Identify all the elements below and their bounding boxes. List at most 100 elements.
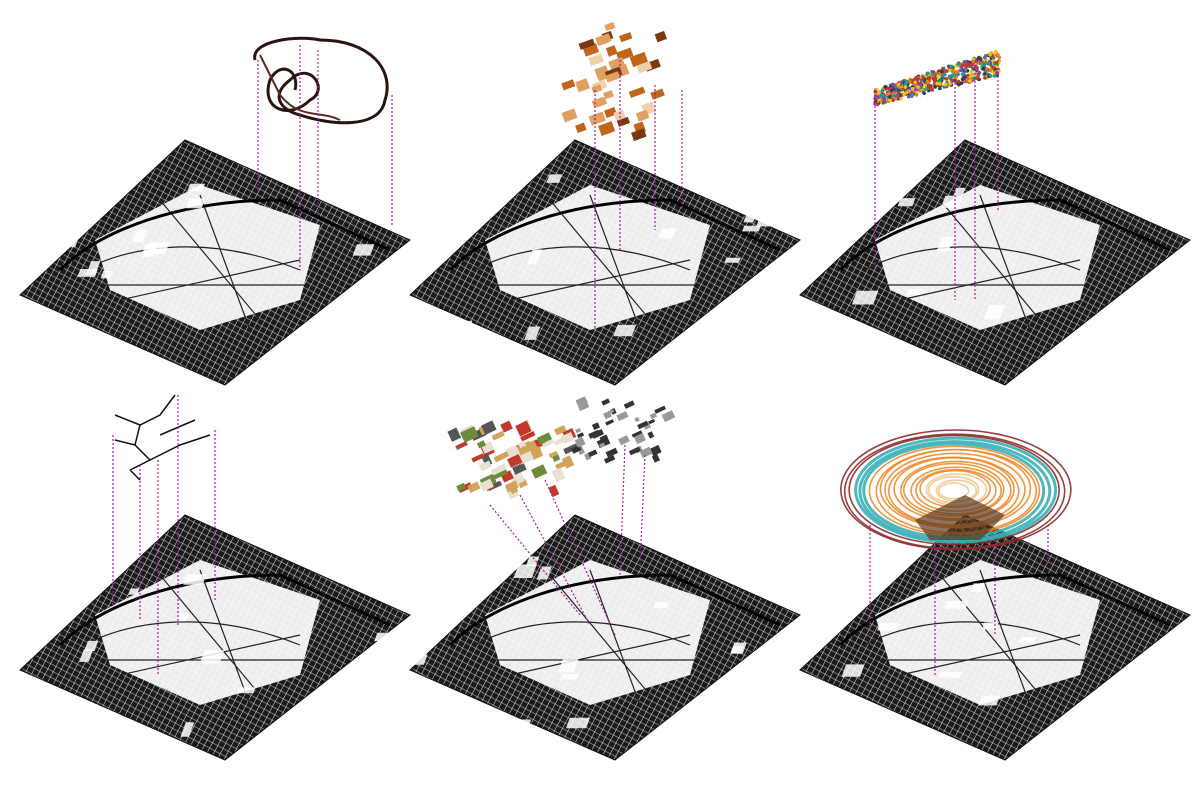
panel-concentric-rings [730, 429, 1191, 761]
map-block [560, 673, 579, 680]
runway-line [549, 199, 651, 321]
dot [935, 81, 939, 86]
path-trace [259, 54, 341, 121]
map-block [906, 288, 924, 295]
photo-fragment [504, 480, 519, 493]
map-block [558, 659, 579, 673]
runway-line [864, 621, 1081, 646]
runway-line [979, 569, 1031, 706]
panel-brown-patch-cluster [352, 22, 801, 386]
patch [578, 38, 595, 50]
photo-fragment [490, 463, 508, 476]
map-block [513, 564, 537, 578]
ring [858, 440, 1052, 542]
map-block [422, 545, 436, 558]
photo-fragment [661, 410, 676, 423]
photo-fragment [599, 442, 606, 448]
photo-fragment [455, 441, 468, 450]
photo-fragment [551, 467, 566, 483]
map-block [314, 709, 340, 720]
map-block [100, 270, 113, 279]
highway [58, 573, 391, 647]
patch [591, 84, 603, 94]
panel-photo-collage-fragments [314, 396, 801, 761]
ring [937, 482, 970, 500]
panel-branching-network [0, 394, 411, 761]
photo-fragment [512, 462, 527, 475]
photo-fragment [471, 453, 485, 463]
map-block [458, 327, 478, 337]
patch [605, 45, 618, 57]
dot [948, 68, 952, 73]
dot [910, 86, 915, 91]
photo-fragment [476, 440, 487, 449]
map-block [852, 552, 867, 565]
map-block [79, 649, 94, 662]
dot [897, 82, 901, 87]
dot [882, 98, 887, 102]
photo-fragment [518, 450, 534, 465]
runway-line [474, 621, 691, 646]
patch [595, 97, 608, 108]
map-block [756, 216, 775, 227]
map-block [546, 174, 563, 183]
map-block [199, 650, 225, 664]
map-block [652, 602, 669, 609]
dot [947, 81, 952, 86]
runway-line [939, 574, 1041, 696]
dot [943, 82, 948, 87]
patch [598, 121, 616, 136]
patch [575, 122, 587, 134]
runway-line [119, 259, 301, 301]
photo-fragment [637, 420, 649, 430]
highway [448, 573, 781, 647]
map-block [6, 210, 23, 217]
runway-line [549, 574, 651, 696]
patch [654, 30, 667, 43]
dot [903, 85, 908, 89]
map-block [953, 187, 966, 196]
photo-fragment [605, 447, 619, 458]
map-block [807, 170, 833, 186]
map-block [940, 195, 963, 208]
dot [982, 72, 987, 76]
dot [962, 75, 967, 80]
map-block [742, 225, 761, 232]
dot [930, 88, 935, 92]
dot [956, 79, 961, 84]
dot [897, 85, 901, 89]
photo-fragment [651, 454, 661, 463]
photo-fragment [460, 426, 479, 443]
dot [916, 85, 920, 89]
network [114, 394, 211, 481]
patch [595, 33, 612, 46]
map-block [24, 547, 49, 563]
photo-fragment [493, 451, 510, 463]
dot [927, 83, 932, 88]
dot [981, 66, 986, 71]
dot [883, 84, 887, 89]
leader-line [544, 479, 616, 636]
leader-line [519, 494, 591, 626]
dot [904, 81, 908, 86]
photo-fragment [596, 436, 611, 449]
dot [919, 85, 924, 90]
highway [838, 198, 1171, 272]
map-block [374, 632, 394, 642]
map-block [352, 244, 375, 256]
dot [968, 79, 972, 83]
map-block [1019, 637, 1036, 643]
dot [906, 94, 911, 99]
runways [58, 194, 391, 331]
photo-fragment [516, 440, 535, 456]
ring [854, 436, 1058, 544]
map-block [730, 642, 747, 654]
runway-line [159, 199, 261, 321]
dot [893, 97, 898, 101]
map-block [751, 674, 764, 682]
map-block [841, 664, 865, 677]
dot [931, 72, 936, 77]
dot [994, 61, 999, 65]
patch [575, 78, 590, 93]
patch [561, 79, 576, 91]
